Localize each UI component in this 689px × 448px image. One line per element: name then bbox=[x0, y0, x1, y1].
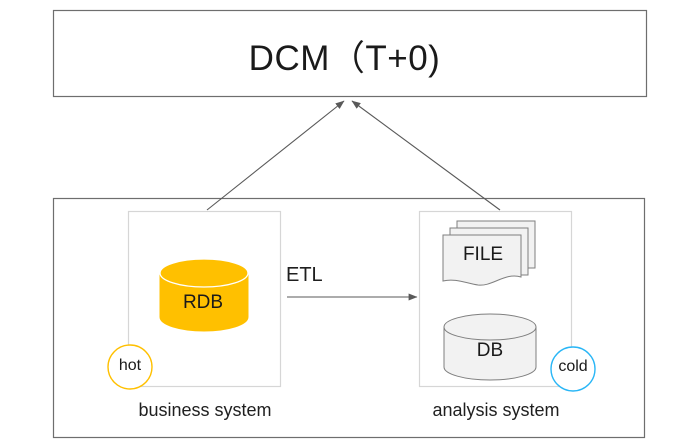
cold-badge-circle bbox=[550, 346, 596, 392]
etl-label: ETL bbox=[286, 264, 323, 286]
db-cylinder-shape bbox=[443, 313, 537, 381]
file-label: FILE bbox=[462, 244, 504, 265]
db-label: DB bbox=[476, 340, 504, 361]
rdb-cylinder-shape bbox=[159, 258, 249, 332]
analysis-system-caption: analysis system bbox=[432, 400, 560, 420]
dcm-box bbox=[52, 9, 648, 98]
cold-badge-label: cold bbox=[558, 358, 588, 375]
dcm-title: DCM（T+0) bbox=[248, 39, 441, 78]
rdb-label: RDB bbox=[182, 292, 224, 313]
business-to-dcm-arrow bbox=[206, 100, 345, 211]
hot-badge-circle bbox=[107, 344, 153, 390]
file-stack-shape bbox=[442, 220, 536, 286]
business-system-caption: business system bbox=[138, 400, 272, 420]
analysis-to-dcm-arrow bbox=[351, 100, 501, 211]
hot-badge-label: hot bbox=[118, 357, 142, 374]
